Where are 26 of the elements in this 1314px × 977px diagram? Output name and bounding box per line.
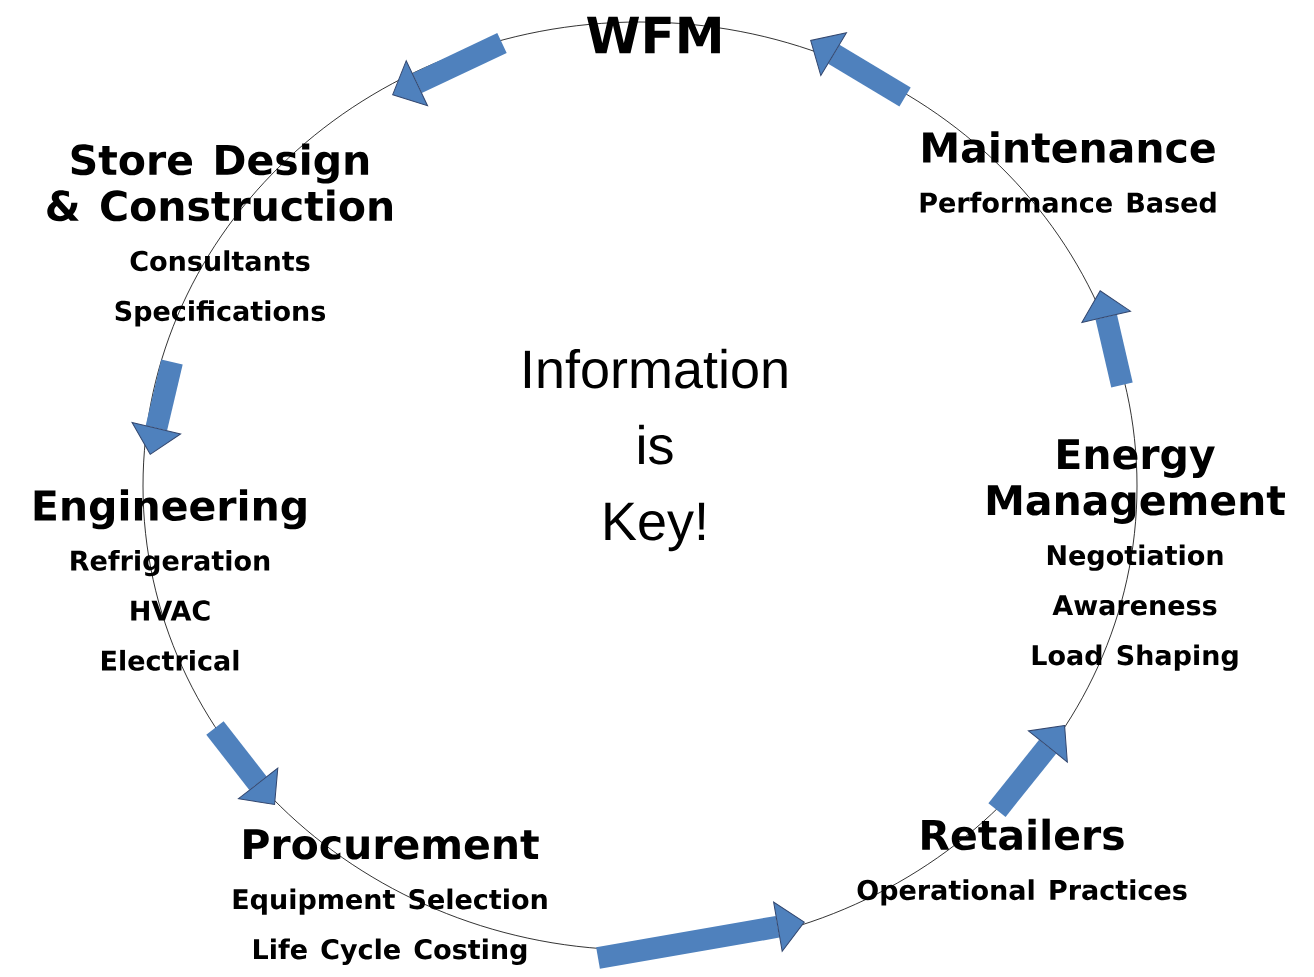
stage-detail: Refrigeration — [71, 549, 270, 577]
stage-detail: Specifications — [115, 300, 326, 327]
stage-title: Retailers — [922, 818, 1124, 851]
stage-title: Engineering — [34, 489, 306, 530]
block-arrow — [392, 33, 507, 107]
stage-detail: HVAC — [131, 600, 210, 621]
stage-detail: Life Cycle Costing — [254, 938, 527, 965]
stage-title: Energy Management — [987, 439, 1285, 524]
stage-detail: Consultants — [130, 250, 310, 272]
stage-title: Maintenance — [923, 131, 1215, 163]
stage-detail: Electrical — [102, 649, 239, 671]
stage-title: Procurement — [244, 829, 539, 860]
stage-title: WFM — [586, 16, 720, 54]
stage-detail: Equipment Selection — [233, 888, 547, 915]
stage-detail: Awareness — [1052, 595, 1217, 616]
stage-detail: Load Shaping — [1032, 644, 1238, 671]
block-arrow — [1081, 290, 1133, 388]
stage-detail: Performance Based — [920, 191, 1216, 213]
block-arrow — [206, 721, 279, 805]
block-arrow — [596, 901, 805, 969]
block-arrow — [131, 359, 183, 455]
stage-detail: Negotiation — [1047, 544, 1223, 571]
block-arrow — [810, 32, 911, 107]
center-text: Information is Key! — [524, 348, 787, 552]
stage-title: Store Design & Construction — [47, 143, 392, 222]
block-arrow — [988, 725, 1068, 817]
